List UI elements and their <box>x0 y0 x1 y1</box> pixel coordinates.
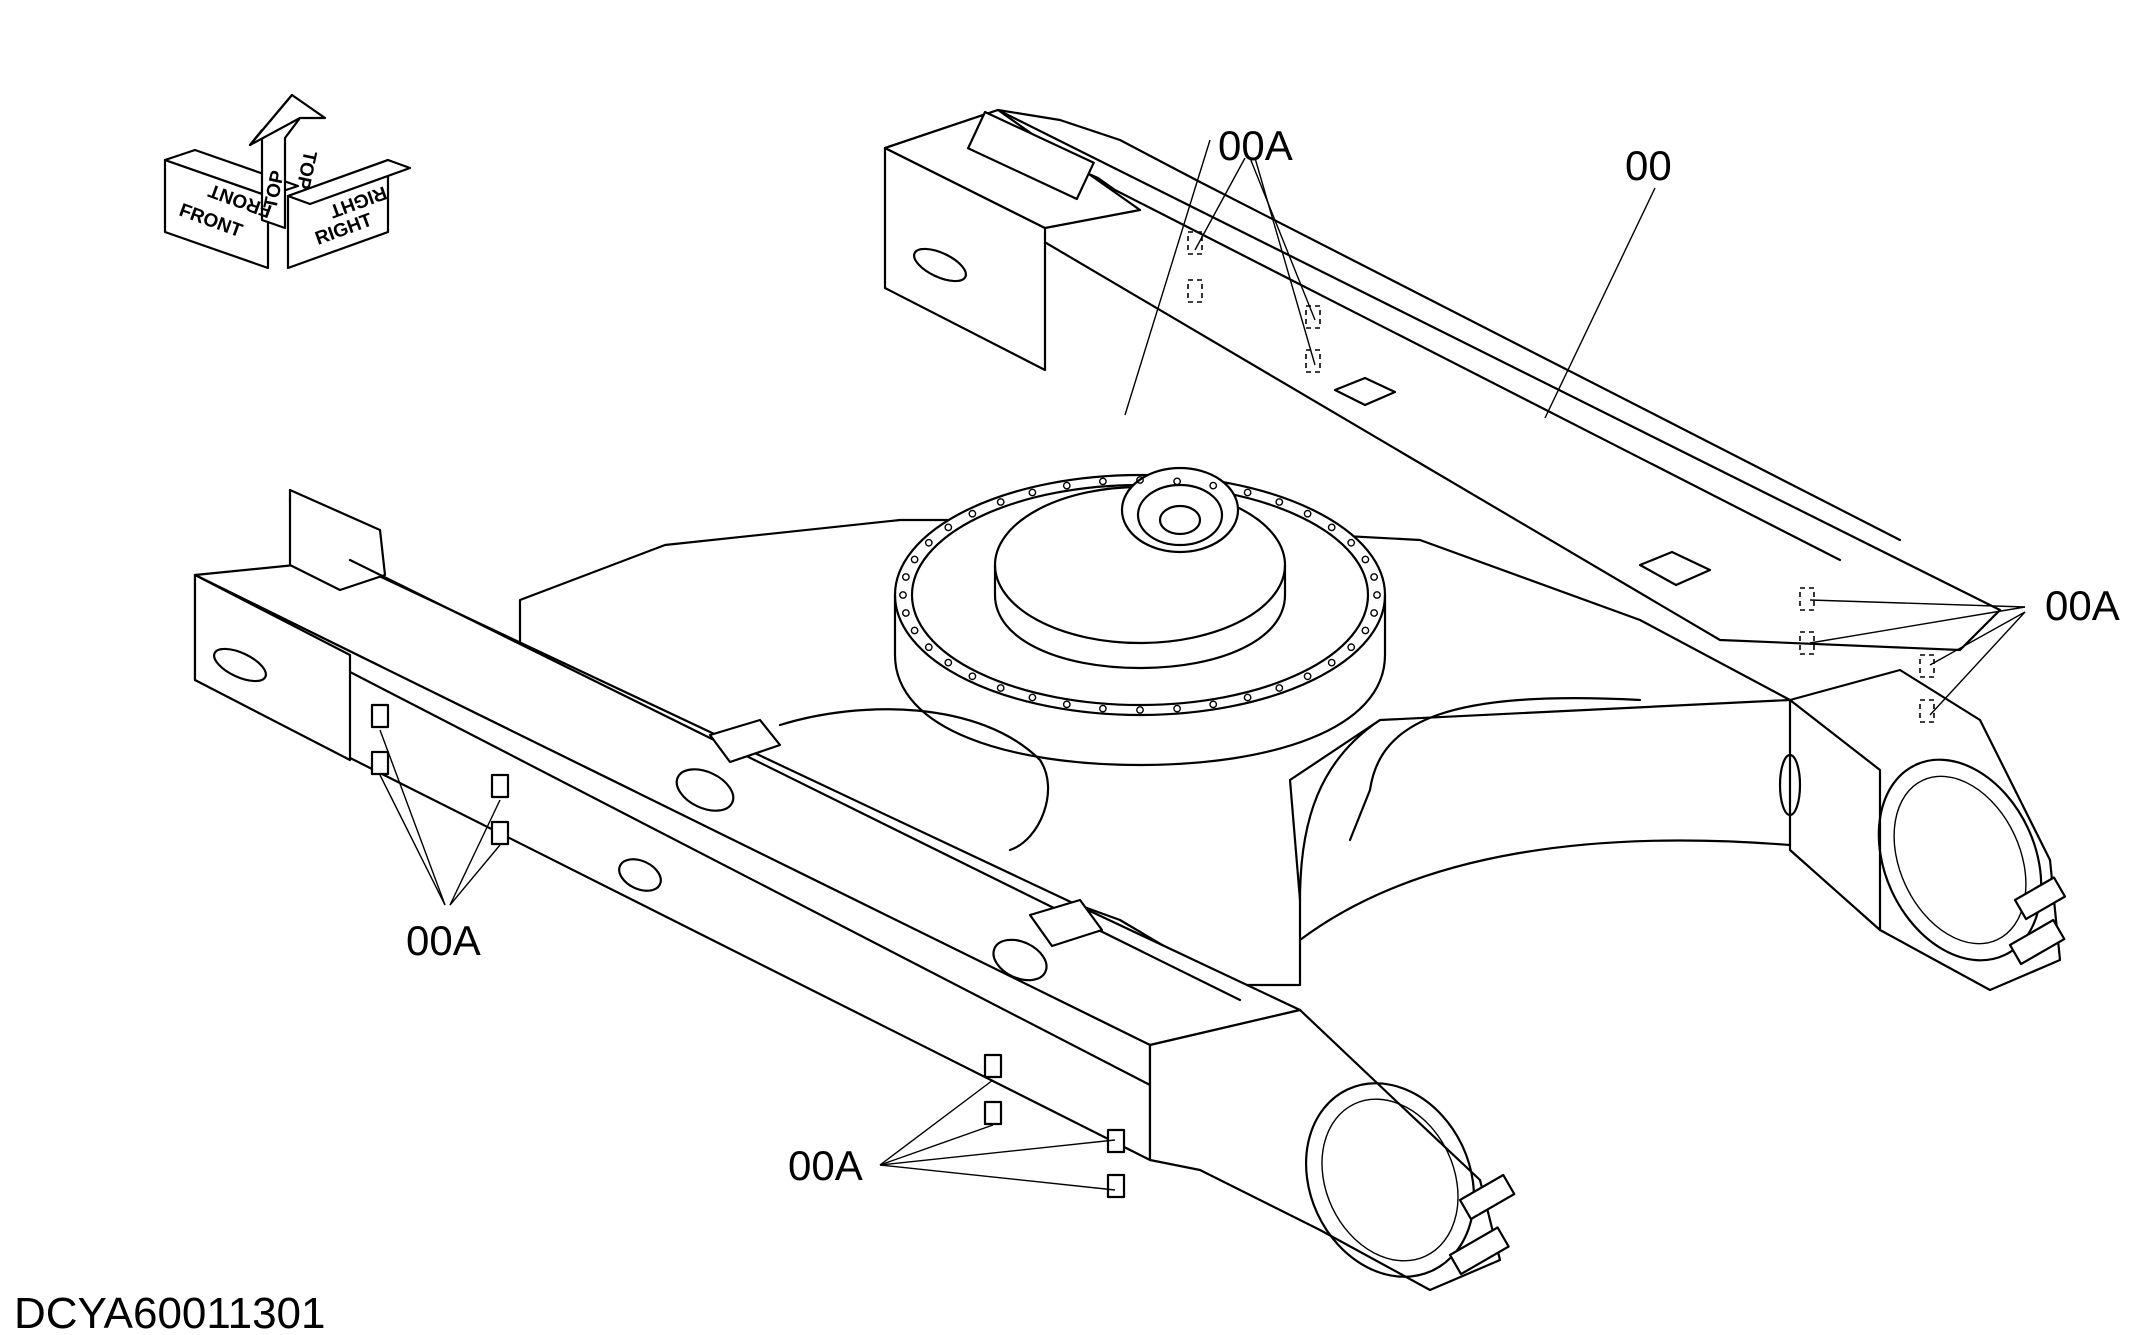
bolt-hole <box>1028 488 1037 497</box>
bolt-hole <box>1361 555 1370 564</box>
bolt-hole <box>968 672 977 681</box>
bolt-hole <box>1028 693 1037 702</box>
bolt-hole <box>1173 477 1182 486</box>
bolt-hole <box>902 609 910 617</box>
left-side-frame <box>193 488 1516 1292</box>
callout-00a-right: 00A <box>2045 582 2120 629</box>
bolt-hole <box>1062 700 1071 709</box>
drawing-code: DCYA60011301 <box>14 1289 325 1335</box>
leader-lines <box>379 139 2026 1191</box>
bolt-hole <box>1370 609 1379 617</box>
bolt-hole <box>924 538 933 547</box>
bolt-hole <box>1370 573 1379 581</box>
bolt-hole <box>1099 477 1107 486</box>
bolt-hole <box>1243 693 1252 702</box>
bolt-hole <box>1275 684 1284 692</box>
bolt-hole <box>899 591 907 599</box>
bolt-hole <box>1209 700 1218 709</box>
bolt-hole <box>924 643 933 652</box>
bolt-hole <box>944 658 953 667</box>
bolt-hole <box>1327 658 1336 667</box>
bolt-hole <box>1347 643 1356 652</box>
bolt-hole <box>944 523 953 532</box>
bolt-hole <box>910 555 919 564</box>
callout-00a-top: 00A <box>1218 122 1293 169</box>
bolt-hole <box>996 498 1005 506</box>
bolt-hole <box>1173 704 1182 713</box>
bolt-hole <box>1243 488 1252 497</box>
callout-00a-bottom: 00A <box>788 1142 863 1189</box>
bolt-hole <box>1303 509 1312 518</box>
bolt-hole <box>1136 706 1144 714</box>
callout-00: 00 <box>1625 142 1672 189</box>
callout-00a-left: 00A <box>406 917 481 964</box>
bolt-hole <box>1136 476 1144 484</box>
bolt-hole <box>1062 481 1071 490</box>
bolt-hole <box>910 626 919 635</box>
bolt-hole <box>1303 672 1312 681</box>
bolt-hole <box>1373 591 1381 599</box>
right-side-frame <box>883 108 2067 992</box>
orientation-indicator: FRONT FRONT TOP TOP RIGHT RIGHT <box>163 93 412 270</box>
bolt-hole <box>996 684 1005 692</box>
swing-bearing <box>893 466 1387 767</box>
bolt-hole <box>902 573 910 581</box>
bolt-hole <box>1275 498 1284 506</box>
bolt-hole <box>1099 704 1107 713</box>
bolt-hole <box>1327 523 1336 532</box>
bolt-hole <box>1347 538 1356 547</box>
bolt-hole <box>1209 481 1218 490</box>
bolt-hole <box>1361 626 1370 635</box>
bolt-hole <box>968 509 977 518</box>
